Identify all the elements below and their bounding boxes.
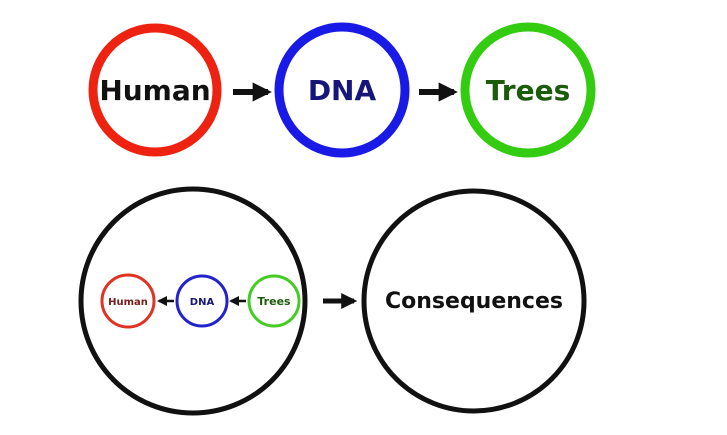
node-trees: Trees <box>460 22 596 158</box>
inner-node-trees-label: Trees <box>257 295 291 308</box>
inner-node-dna-label: DNA <box>190 297 215 308</box>
node-human: Human <box>88 23 222 157</box>
inner-node-dna: DNA <box>175 274 229 328</box>
node-dna-label: DNA <box>308 74 377 107</box>
node-trees-label: Trees <box>486 74 570 107</box>
outer-circle <box>78 186 308 416</box>
node-consequences: Consequences <box>361 188 587 414</box>
inner-node-human-label: Human <box>108 297 148 308</box>
inner-node-trees: Trees <box>247 274 301 328</box>
node-human-label: Human <box>99 74 210 107</box>
reverse-cycle-group: Human DNA Trees <box>78 186 308 416</box>
node-consequences-label: Consequences <box>385 289 563 314</box>
node-dna: DNA <box>274 22 410 158</box>
inner-node-human: Human <box>100 273 156 329</box>
